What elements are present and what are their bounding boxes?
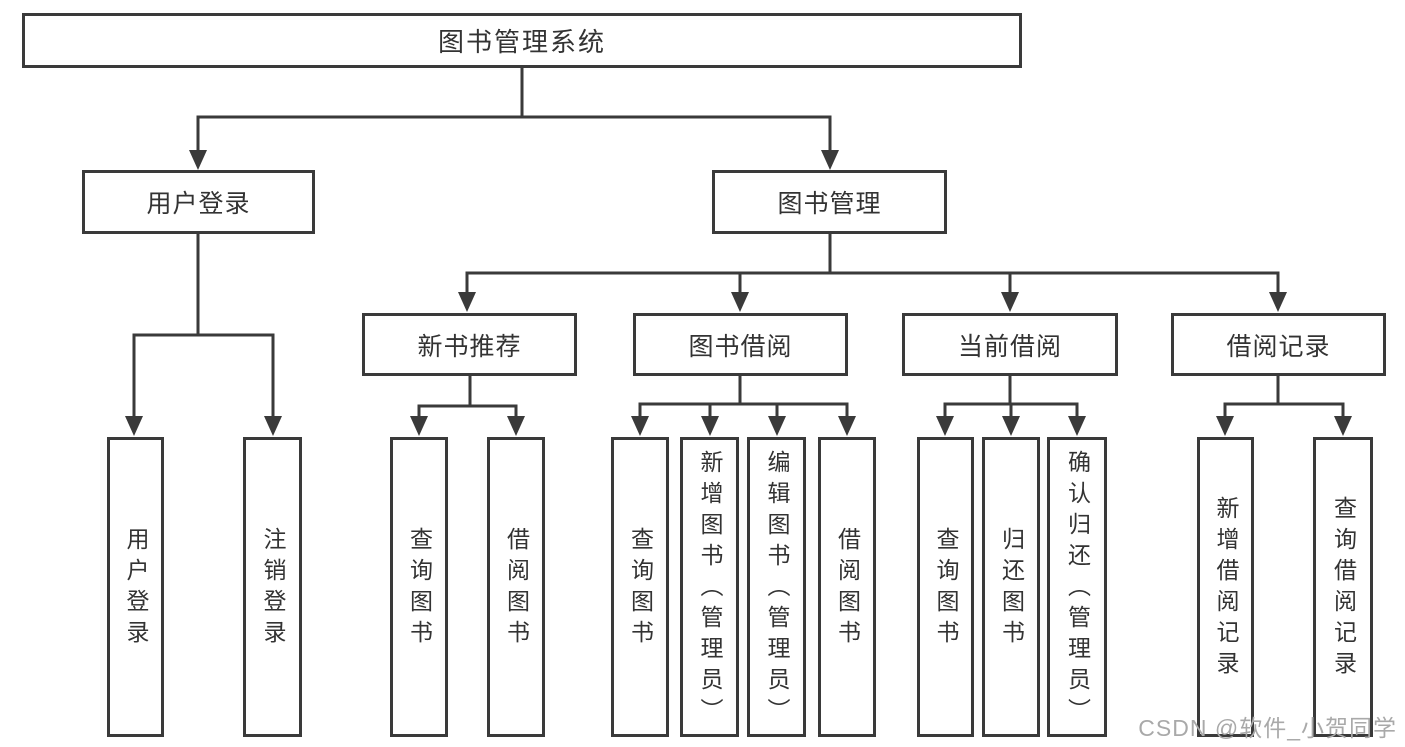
- node-borrowing-records: 借阅记录: [1171, 313, 1386, 376]
- csdn-watermark: CSDN @软件_小贺同学: [1138, 715, 1397, 741]
- connector-root-to-level2: [189, 68, 839, 170]
- leaf-user-login: 用户登录: [107, 437, 164, 737]
- leaf-borrow-book-1: 借阅图书: [487, 437, 545, 737]
- leaf-query-book-3: 查询图书: [917, 437, 974, 737]
- leaf-logout: 注销登录: [243, 437, 302, 737]
- leaf-add-book-admin: 新增图书（管理员）: [680, 437, 739, 737]
- node-new-book-recommend: 新书推荐: [362, 313, 577, 376]
- leaf-borrow-book-2: 借阅图书: [818, 437, 876, 737]
- leaf-edit-book-admin: 编辑图书（管理员）: [747, 437, 806, 737]
- connector-borrow-records-to-leaves: [1216, 376, 1352, 436]
- node-current-borrowing: 当前借阅: [902, 313, 1118, 376]
- node-user-login: 用户登录: [82, 170, 315, 234]
- connector-book-mgmt-to-level3: [458, 234, 1287, 312]
- node-library-system-root: 图书管理系统: [22, 13, 1022, 68]
- leaf-add-borrow-record: 新增借阅记录: [1197, 437, 1254, 737]
- leaf-return-book: 归还图书: [982, 437, 1040, 737]
- leaf-confirm-return-admin: 确认归还（管理员）: [1047, 437, 1107, 737]
- leaf-query-borrow-record: 查询借阅记录: [1313, 437, 1373, 737]
- leaf-query-book-2: 查询图书: [611, 437, 669, 737]
- node-book-borrowing: 图书借阅: [633, 313, 848, 376]
- node-book-management: 图书管理: [712, 170, 947, 234]
- connector-new-book-rec-to-leaves: [410, 376, 525, 436]
- connector-current-borrow-to-leaves: [936, 376, 1086, 436]
- leaf-query-book-1: 查询图书: [390, 437, 448, 737]
- connector-book-borrow-to-leaves: [631, 376, 856, 436]
- connector-user-login-to-leaves: [125, 234, 282, 436]
